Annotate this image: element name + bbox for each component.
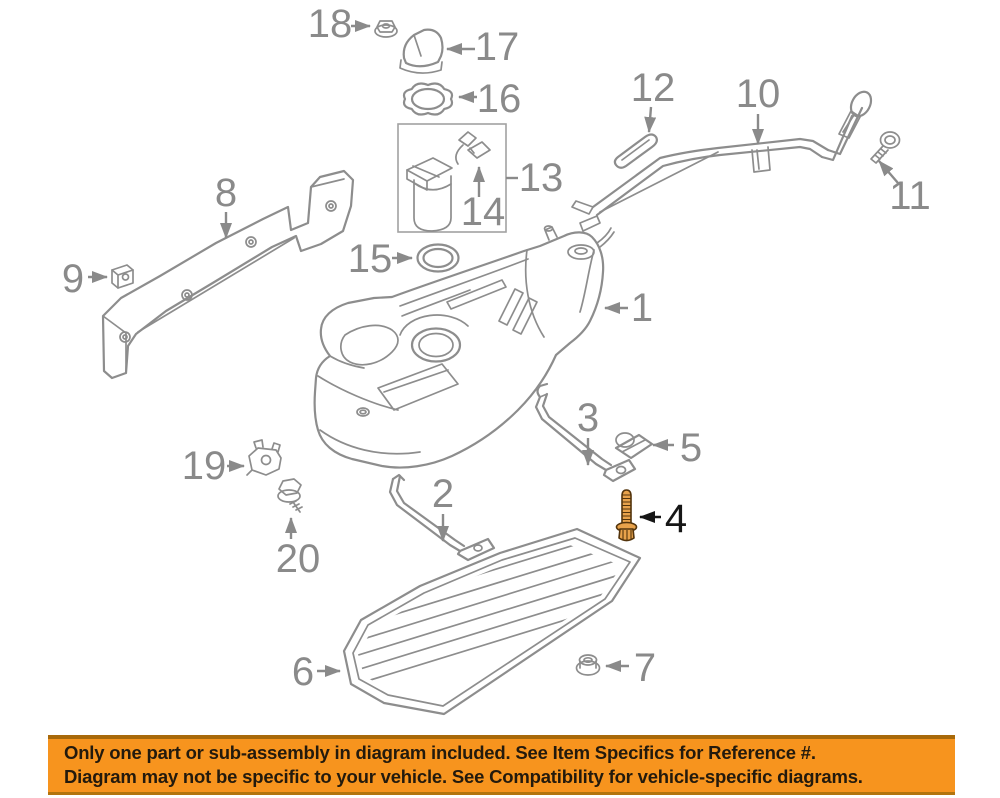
bracket-bolt (277, 478, 303, 513)
strap-clamp (614, 432, 654, 460)
fuel-tank (313, 225, 615, 469)
fuel-pump-module (406, 157, 453, 232)
callout-1-label: 1 (631, 286, 653, 330)
callout-14-label: 14 (461, 190, 506, 234)
callout-20-label: 20 (276, 537, 321, 581)
skid-plate-ribs (358, 545, 622, 700)
callout-13-label: 13 (519, 156, 564, 200)
callout-15-label: 15 (348, 237, 393, 281)
filler-cap-nut (374, 20, 398, 38)
callout-2-label: 2 (432, 472, 454, 516)
callout-4-label: 4 (665, 497, 687, 541)
callout-7-label: 7 (634, 646, 656, 690)
callout-9-label: 9 (62, 257, 84, 301)
callout-12-label: 12 (631, 66, 676, 110)
fuel-filler-pipe (571, 90, 873, 232)
callout-3-label: 3 (577, 396, 599, 440)
pipe-screw (870, 131, 901, 164)
disclaimer-line-2: Diagram may not be specific to your vehi… (64, 766, 863, 787)
fuel-level-sender (455, 131, 491, 165)
callout-11-arrow (878, 160, 899, 184)
front-support-strap (388, 473, 496, 562)
shield-clip-nut (111, 264, 134, 289)
plate-nut (575, 654, 601, 676)
disclaimer-banner: Only one part or sub-assembly in diagram… (48, 735, 955, 795)
callouts: 1 2 3 4 5 6 7 8 9 10 11 12 13 14 15 16 1 (62, 2, 931, 694)
callout-8-label: 8 (215, 171, 237, 215)
callout-11-label: 11 (889, 174, 931, 218)
disclaimer-line-1: Only one part or sub-assembly in diagram… (64, 742, 816, 763)
callout-6-label: 6 (292, 650, 314, 694)
callout-16-label: 16 (477, 77, 522, 121)
strap-bolt-highlighted (615, 489, 638, 542)
fuel-tank-heat-shield (101, 169, 355, 380)
callout-17-label: 17 (475, 25, 520, 69)
callout-5-label: 5 (680, 426, 702, 470)
callout-12-arrow (644, 106, 657, 133)
fuel-pump-seal-oring (416, 243, 460, 273)
tank-skid-plate (342, 527, 642, 716)
filler-hose (613, 133, 658, 169)
valve-bracket (246, 439, 282, 476)
callout-18-label: 18 (308, 2, 353, 46)
exploded-parts-diagram: 1 2 3 4 5 6 7 8 9 10 11 12 13 14 15 16 1 (62, 2, 931, 716)
callout-19-label: 19 (182, 444, 227, 488)
fuel-pump-lock-ring (402, 82, 454, 116)
filler-housing (399, 28, 444, 74)
callout-10-label: 10 (736, 72, 781, 116)
rear-support-strap (534, 382, 637, 483)
diagram-canvas: 1 2 3 4 5 6 7 8 9 10 11 12 13 14 15 16 1 (62, 2, 931, 716)
